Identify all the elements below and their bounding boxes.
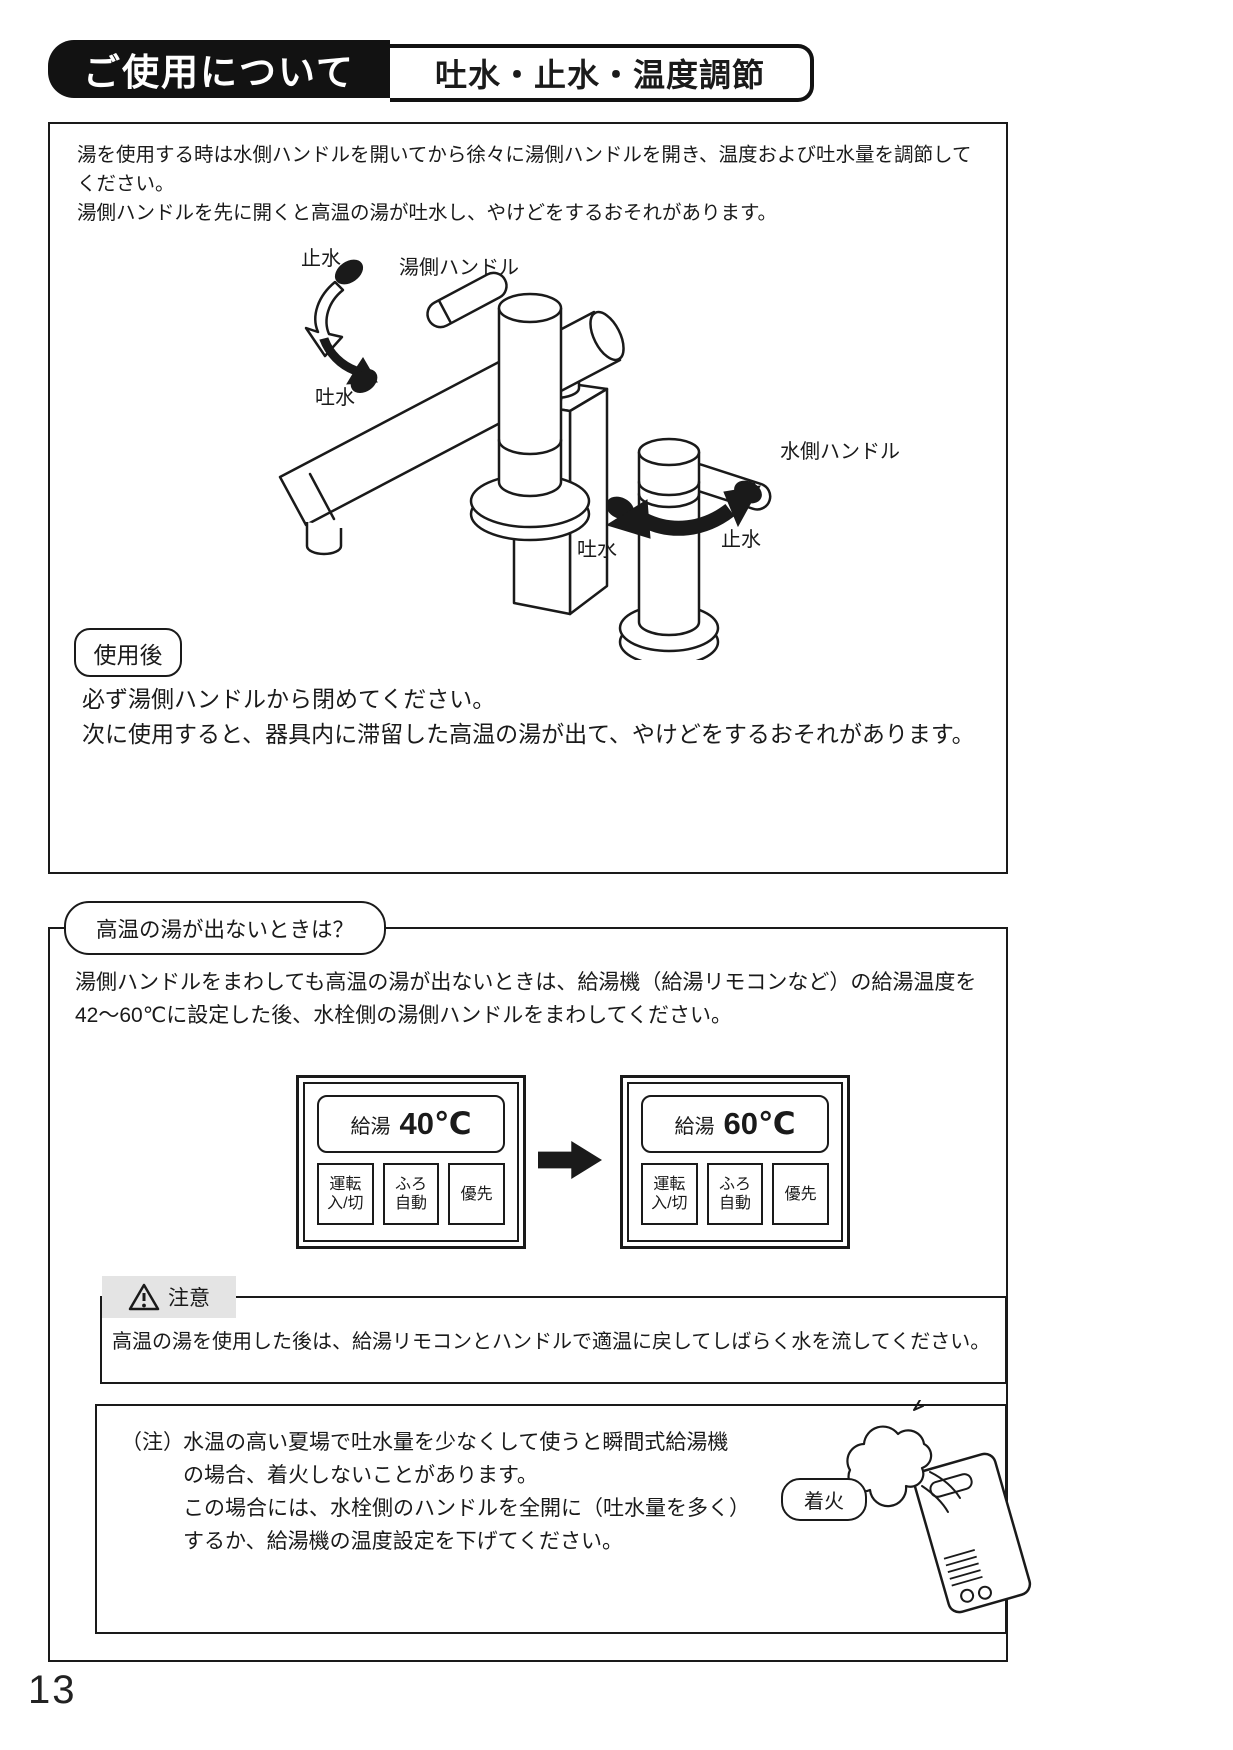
after-use-label: 使用後 — [74, 628, 182, 677]
remote-panel: 給湯 40℃ 運転 入/切 ふろ 自動 優先 — [303, 1082, 519, 1242]
warning-triangle-icon — [128, 1283, 160, 1311]
remote-button-priority: 優先 — [448, 1163, 506, 1225]
after-use-line-1: 必ず湯側ハンドルから閉めてください。 — [82, 686, 496, 712]
remote-display: 給湯 40℃ — [317, 1095, 505, 1153]
caution-box — [100, 1296, 1007, 1384]
no-hot-water-label: 高温の湯が出ないときは？ — [64, 901, 386, 955]
note-box: （注） 水温の高い夏場で吐水量を少なくして使うと瞬間式給湯機 の場合、着火しない… — [95, 1400, 1032, 1634]
label-stop-water-right: 止水 — [721, 529, 761, 551]
remote-before: 給湯 40℃ 運転 入/切 ふろ 自動 優先 — [296, 1075, 526, 1249]
remote-button-power: 運転 入/切 — [317, 1163, 374, 1225]
intro-line-1: 湯を使用する時は水側ハンドルを開いてから徐々に湯側ハンドルを開き、温度および吐水… — [77, 144, 972, 195]
swing-arrow-icon — [605, 480, 762, 539]
section-title: ご使用について — [48, 40, 390, 98]
caution-text: 高温の湯を使用した後は、給湯リモコンとハンドルで適温に戻してしばらく水を流してく… — [112, 1331, 991, 1353]
page-number: 13 — [28, 1668, 77, 1712]
section-subtitle: 吐水・止水・温度調節 — [390, 44, 814, 102]
remote-panel: 給湯 60℃ 運転 入/切 ふろ 自動 優先 — [627, 1082, 843, 1242]
label-flow-water-bottom: 吐水 — [577, 539, 617, 561]
remote-after: 給湯 60℃ 運転 入/切 ふろ 自動 優先 — [620, 1075, 850, 1249]
note-lines: 水温の高い夏場で吐水量を少なくして使うと瞬間式給湯機 の場合、着火しないことがあ… — [183, 1426, 750, 1558]
label-cold-handle: 水側ハンドル — [780, 441, 900, 463]
note-text: （注） 水温の高い夏場で吐水量を少なくして使うと瞬間式給湯機 の場合、着火しない… — [121, 1426, 750, 1558]
intro-line-2: 湯側ハンドルを先に開くと高温の湯が吐水し、やけどをするおそれがあります。 — [77, 202, 778, 224]
remote-display: 給湯 60℃ — [641, 1095, 829, 1153]
ignition-label: 着火 — [781, 1478, 867, 1521]
note-line-2: の場合、着火しないことがあります。 — [183, 1464, 538, 1487]
remote-button-bath-auto: ふろ 自動 — [706, 1163, 764, 1225]
remote-display-value: 40℃ — [399, 1106, 472, 1141]
remote-display-value: 60℃ — [723, 1106, 796, 1141]
water-heater-icon — [846, 1400, 1032, 1614]
after-use-line-2: 次に使用すると、器具内に滞留した高温の湯が出て、やけどをするおそれがあります。 — [82, 721, 975, 747]
remote-button-priority: 優先 — [772, 1163, 830, 1225]
remote-display-label: 給湯 — [350, 1115, 391, 1138]
remote-buttons: 運転 入/切 ふろ 自動 優先 — [317, 1163, 506, 1225]
label-flow-water-left: 吐水 — [315, 387, 355, 409]
label-stop-water-top: 止水 — [301, 248, 341, 270]
note-prefix: （注） — [121, 1431, 184, 1454]
faucet-diagram — [278, 259, 772, 660]
note-line-3: この場合には、水栓側のハンドルを全開に（吐水量を多く） — [183, 1497, 750, 1520]
remote-button-power: 運転 入/切 — [641, 1163, 698, 1225]
after-use-text: 必ず湯側ハンドルから閉めてください。 次に使用すると、器具内に滞留した高温の湯が… — [82, 682, 987, 752]
steam-cloud-icon — [846, 1400, 961, 1513]
note-line-1: 水温の高い夏場で吐水量を少なくして使うと瞬間式給湯機 — [183, 1431, 729, 1454]
no-hot-water-paragraph: 湯側ハンドルをまわしても高温の湯が出ないときは、給湯機（給湯リモコンなど）の給湯… — [75, 971, 977, 1027]
usage-instructions-box: 湯を使用する時は水側ハンドルを開いてから徐々に湯側ハンドルを開き、温度および吐水… — [48, 122, 1008, 874]
remote-buttons: 運転 入/切 ふろ 自動 優先 — [641, 1163, 830, 1225]
remote-button-bath-auto: ふろ 自動 — [382, 1163, 440, 1225]
intro-paragraph: 湯を使用する時は水側ハンドルを開いてから徐々に湯側ハンドルを開き、温度および吐水… — [77, 141, 989, 228]
label-hot-handle: 湯側ハンドル — [399, 257, 519, 279]
rotate-arrow-icon — [304, 259, 378, 393]
caution-label: 注意 — [102, 1276, 236, 1318]
caution-label-text: 注意 — [168, 1287, 210, 1310]
remote-display-label: 給湯 — [674, 1115, 715, 1138]
note-line-4: するか、給湯機の温度設定を下げてください。 — [183, 1530, 623, 1553]
